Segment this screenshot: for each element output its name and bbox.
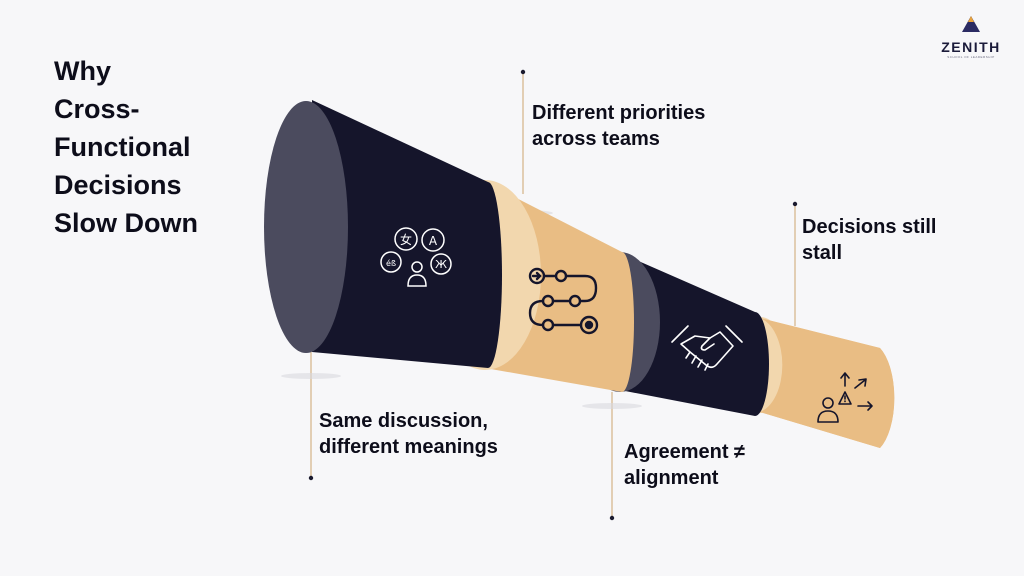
leader-lines: [308, 69, 798, 521]
stage-label-line: stall: [802, 242, 843, 264]
stage-label-line: Agreement ≠: [624, 441, 746, 463]
glyph-3: Ж: [435, 258, 447, 271]
stage-label-line: Different priorities: [532, 102, 706, 124]
stage-label-line: Same discussion,: [319, 410, 488, 432]
mountain-logo-icon: [962, 16, 980, 32]
title-line: Cross-: [54, 94, 140, 124]
stage-label-2: Different priorities across teams: [532, 100, 705, 152]
stalled-decision-icon: [817, 372, 873, 423]
title-line: Slow Down: [54, 208, 198, 238]
logo-text: ZENITH: [941, 39, 1001, 55]
page-title: Why Cross- Functional Decisions Slow Dow…: [54, 52, 198, 242]
funnel-segment-1: [264, 100, 502, 368]
title-line: Functional: [54, 132, 191, 162]
logo-tagline: SCHOOL OF LEADERSHIP: [947, 55, 995, 59]
stage-label-3: Agreement ≠ alignment: [624, 439, 745, 491]
stage-label-line: different meanings: [319, 436, 498, 458]
zenith-logo: ZENITH SCHOOL OF LEADERSHIP: [930, 14, 1012, 61]
title-line: Why: [54, 56, 111, 86]
process-flow-icon: [528, 267, 599, 335]
glyph-2: A: [429, 234, 438, 248]
stage-label-1: Same discussion, different meanings: [319, 408, 498, 460]
funnel-segment-4: [732, 317, 895, 448]
title-line: Decisions: [54, 170, 182, 200]
stage-label-4: Decisions still stall: [802, 214, 937, 266]
language-barrier-icon: 女 A éß Ж: [380, 227, 452, 287]
glyph-1: 女: [400, 232, 412, 247]
glyph-4: éß: [386, 258, 396, 268]
stage-label-line: across teams: [532, 128, 660, 150]
stage-label-line: alignment: [624, 467, 719, 489]
handshake-icon: [671, 325, 743, 371]
stage-label-line: Decisions still: [802, 216, 937, 238]
